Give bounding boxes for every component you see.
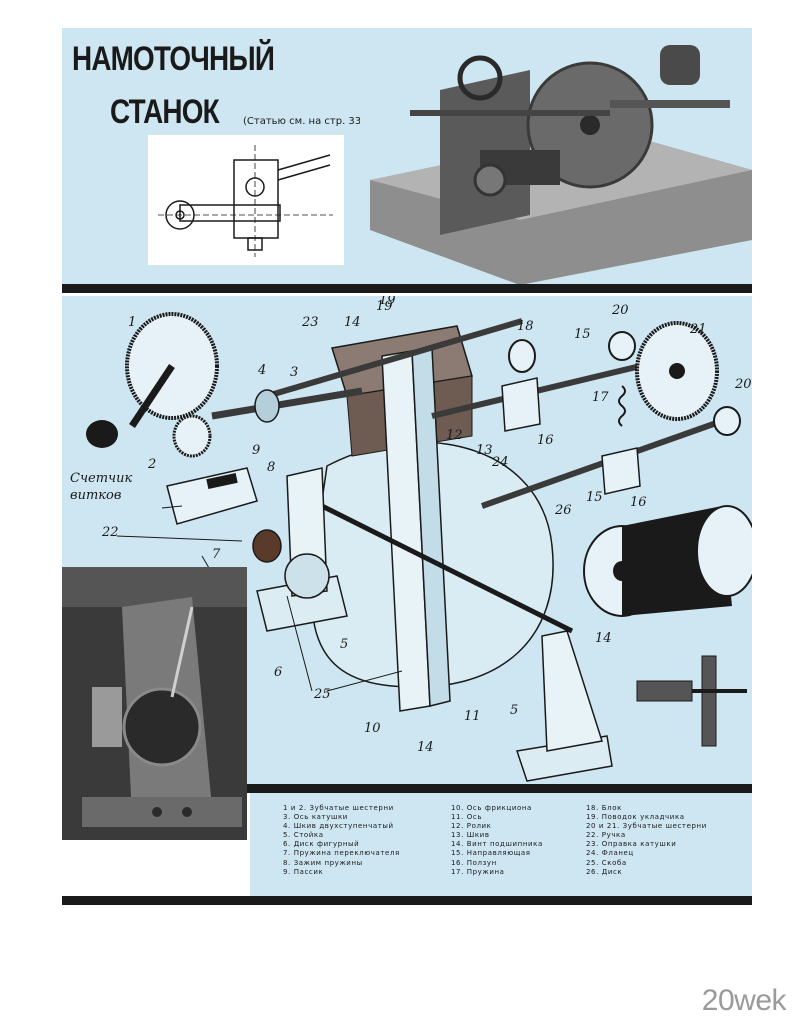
callout-14-bottom: 14	[417, 740, 434, 755]
legend-item: 12. Ролик	[451, 822, 492, 831]
legend-item: 17. Пружина	[451, 867, 505, 876]
title-line-1: НАМОТОЧНЫЙ	[72, 40, 275, 78]
callout-18: 18	[517, 319, 534, 334]
legend-column-2: 10. Ось фрикциона 11. Ось 12. Ролик 13. …	[451, 804, 543, 877]
legend-item: 18. Блок	[586, 804, 622, 812]
callout-2: 2	[147, 457, 156, 472]
title-line-2: СТАНОК	[110, 93, 220, 131]
callout-6: 6	[274, 665, 282, 680]
callout-12: 12	[446, 428, 463, 443]
middle-rule	[62, 784, 752, 793]
legend-column-3: 18. Блок 19. Поводок укладчика 20 и 21. …	[586, 804, 707, 877]
callout-15-top: 15	[574, 327, 591, 342]
legend-item: 3. Ось катушки	[283, 813, 348, 822]
callout-10: 10	[364, 721, 381, 736]
legend-item: 1 и 2. Зубчатые шестерни	[283, 804, 394, 812]
legend-item: 14. Винт подшипника	[451, 840, 543, 849]
legend-item: 16. Ползун	[451, 858, 497, 867]
callout-19-top: 19	[379, 296, 396, 308]
legend-column-1: 1 и 2. Зубчатые шестерни 3. Ось катушки …	[283, 804, 400, 877]
callout-5-left: 5	[340, 637, 348, 652]
legend-item: 22. Ручка	[586, 831, 626, 840]
callout-5-right: 5	[510, 703, 518, 718]
legend-area	[250, 793, 752, 896]
legend-item: 13. Шкив	[451, 831, 490, 840]
legend-item: 6. Диск фигурный	[283, 840, 360, 849]
legend-item: 7. Пружина переключателя	[283, 849, 400, 858]
counter-label-line2: витков	[70, 488, 121, 503]
stand-photo	[62, 567, 247, 840]
bottom-rule	[62, 896, 752, 905]
callout-20-right: 20	[734, 377, 752, 392]
callout-4: 4	[257, 363, 266, 378]
legend-item: 24. Фланец	[586, 849, 634, 858]
legend-item: 26. Диск	[586, 867, 623, 876]
legend-item: 4. Шкив двухступенчатый	[283, 822, 394, 831]
exploded-diagram: 1 2 3 4 5 5 6 7 8 9 10 11 12 13 14 14 14…	[70, 296, 752, 782]
callout-14-inset: 14	[595, 631, 612, 646]
callout-22: 22	[101, 525, 119, 540]
legend-item: 20 и 21. Зубчатые шестерни	[586, 822, 707, 831]
watermark: 20wek	[701, 984, 787, 1017]
legend-item: 11. Ось	[451, 813, 483, 822]
callout-14-top: 14	[344, 315, 361, 330]
legend-item: 8. Зажим пружины	[283, 858, 363, 867]
article-reference: (Статью см. на стр. 33)	[243, 116, 366, 127]
detail-drawing	[148, 135, 344, 265]
callout-20-top: 20	[611, 303, 629, 318]
callout-13: 13	[476, 443, 493, 458]
callout-16-left: 16	[537, 433, 554, 448]
callout-1: 1	[128, 315, 136, 330]
legend-item: 25. Скоба	[586, 858, 627, 867]
callout-24: 24	[491, 455, 509, 470]
callout-8: 8	[267, 460, 275, 475]
callout-26: 26	[554, 503, 572, 518]
legend-item: 5. Стойка	[283, 831, 324, 840]
callout-15-bottom: 15	[586, 490, 603, 505]
callout-19-bottom: 19	[376, 299, 393, 314]
callout-9: 9	[252, 443, 260, 458]
callout-3: 3	[290, 365, 298, 380]
legend-item: 10. Ось фрикциона	[451, 804, 532, 812]
top-rule	[62, 284, 752, 293]
legend-item: 19. Поводок укладчика	[586, 813, 685, 822]
legend-item: 23. Оправка катушки	[586, 840, 677, 849]
callout-25: 25	[313, 687, 331, 702]
callout-11: 11	[464, 709, 481, 724]
callout-7: 7	[212, 547, 221, 562]
callout-17: 17	[592, 390, 609, 405]
machine-photo	[360, 30, 752, 285]
counter-label-line1: Счетчик	[70, 471, 133, 486]
callout-23: 23	[301, 315, 319, 330]
legend-item: 9. Пассик	[283, 867, 324, 876]
callout-16-right: 16	[630, 495, 647, 510]
callout-21: 21	[689, 322, 707, 337]
legend-item: 15. Направляющая	[451, 849, 531, 858]
